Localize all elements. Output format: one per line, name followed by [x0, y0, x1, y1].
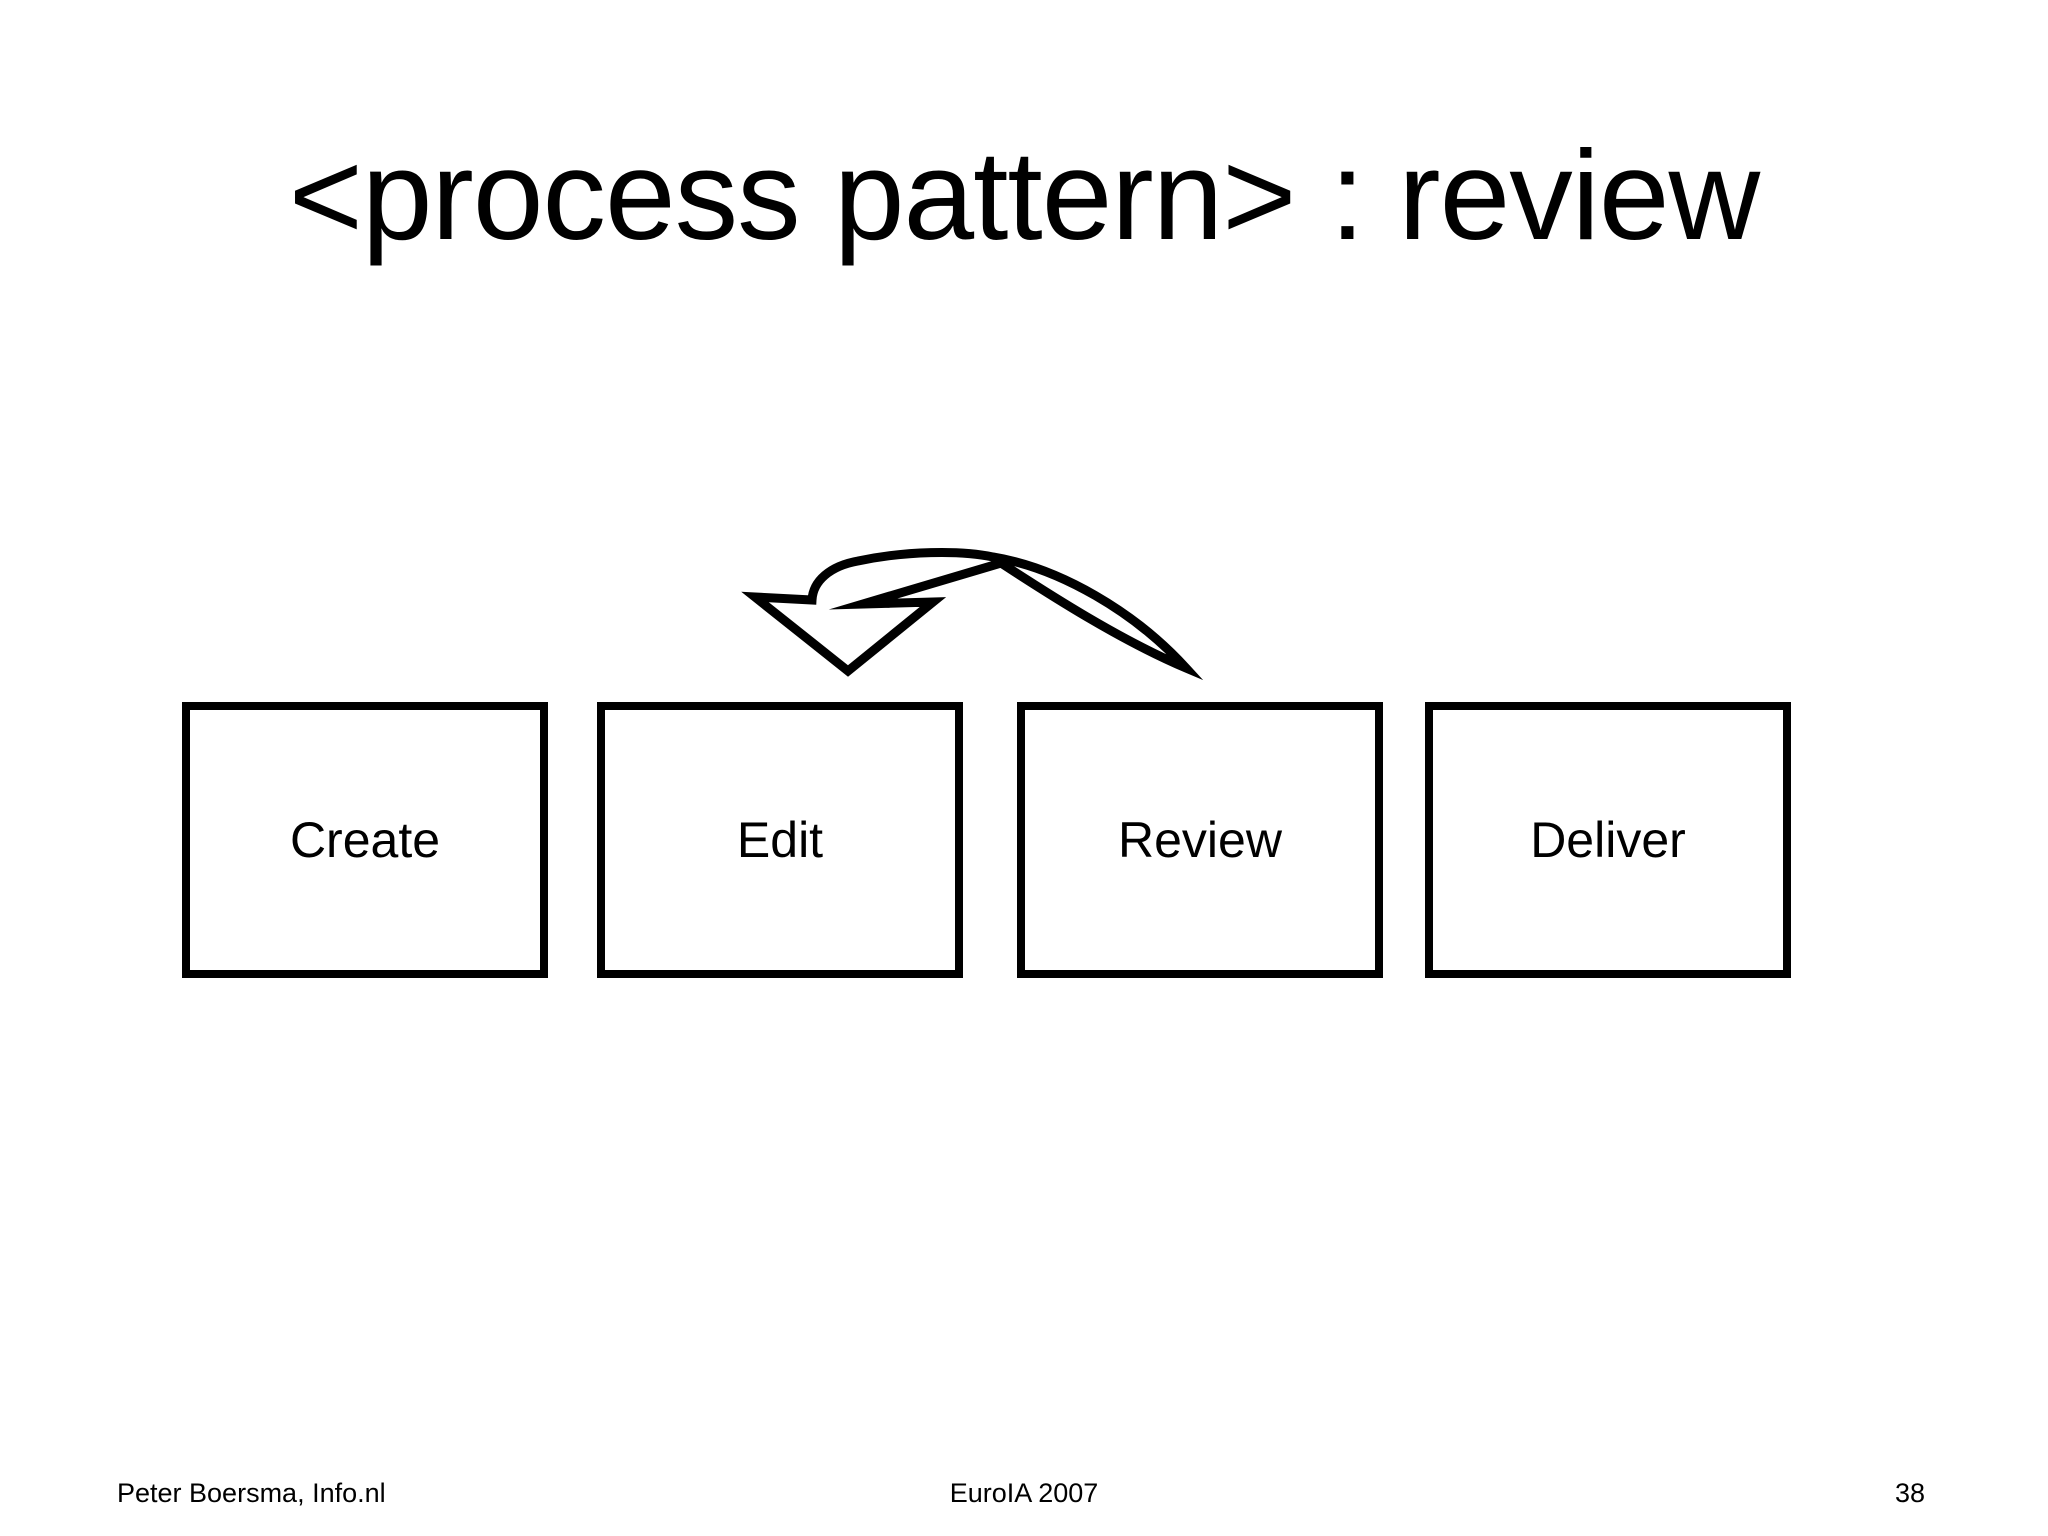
step-label: Edit [736, 812, 824, 868]
step-box-deliver: Deliver [1425, 702, 1791, 978]
footer-author: Peter Boersma, Info.nl [117, 1478, 386, 1508]
slide-title: <process pattern> : review [288, 124, 1761, 266]
curved-feedback-arrow-icon [741, 547, 1204, 681]
step-label: Create [289, 812, 441, 868]
step-box-edit: Edit [597, 702, 963, 978]
page-number: 38 [1894, 1478, 1925, 1508]
step-label: Review [1118, 812, 1282, 868]
footer-event: EuroIA 2007 [949, 1478, 1099, 1508]
step-label: Deliver [1530, 812, 1686, 868]
step-box-create: Create [182, 702, 548, 978]
step-box-review: Review [1017, 702, 1383, 978]
